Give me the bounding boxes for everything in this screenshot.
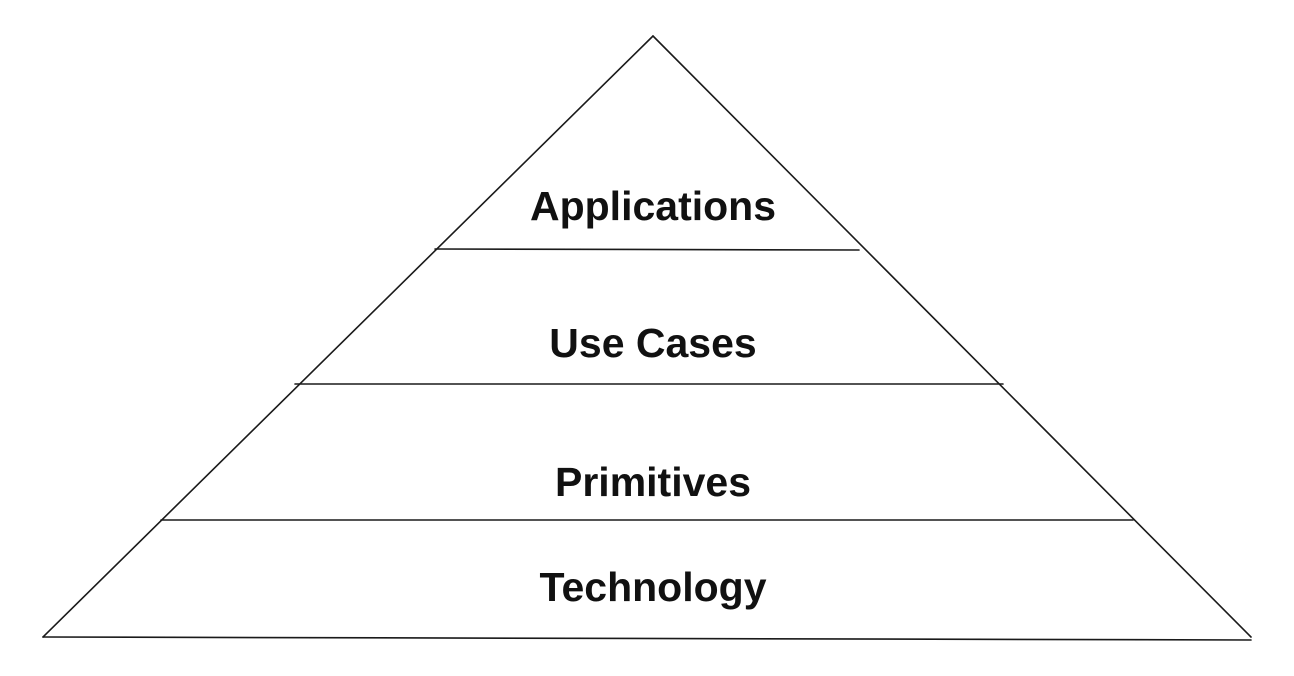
layer-label-applications: Applications [530,183,776,229]
pyramid-base [42,636,1252,641]
layer-label-primitives: Primitives [555,459,751,505]
layer-label-technology: Technology [539,564,766,610]
pyramid-right-edge [652,35,1252,638]
pyramid-left-edge [42,35,654,638]
layer-label-use-cases: Use Cases [549,320,756,366]
divider-applications-use-cases [434,248,860,251]
